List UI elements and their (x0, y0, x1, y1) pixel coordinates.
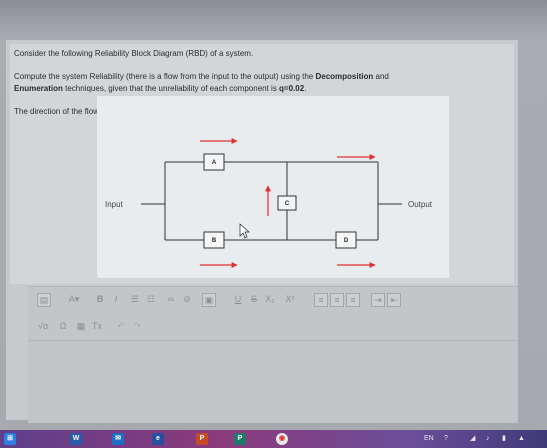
clear-format-button[interactable]: Tx (92, 321, 102, 331)
input-label: Input (105, 200, 124, 209)
answer-editor[interactable] (28, 340, 518, 423)
table-icon[interactable]: ▦ (76, 321, 86, 331)
unlink-icon[interactable]: ⊘ (183, 294, 191, 304)
word-icon[interactable]: W (70, 433, 82, 445)
align-left-icon[interactable]: ≡ (314, 293, 328, 307)
bullet-list-icon[interactable]: ☰ (130, 294, 140, 304)
chrome-icon[interactable]: ◉ (276, 433, 288, 445)
help-icon[interactable]: ? (444, 435, 448, 442)
link-icon[interactable]: ∞ (167, 294, 175, 304)
volume-icon[interactable]: ♪ (486, 435, 490, 442)
align-right-icon[interactable]: ≡ (346, 293, 360, 307)
bold-button[interactable]: B (96, 294, 104, 304)
block-c (277, 195, 297, 211)
align-center-icon[interactable]: ≡ (330, 293, 344, 307)
screen: Consider the following Reliability Block… (0, 0, 547, 430)
editor-toolbar: ▤ A▾ B I ☰ ☷ ∞ ⊘ ▣ U S X₂ X² ≡ ≡ ≡ ⇥ ⇤ √… (28, 286, 518, 341)
superscript-button[interactable]: X² (285, 294, 295, 304)
notification-icon[interactable]: ▲ (518, 435, 525, 442)
block-d-label: D (344, 238, 349, 244)
undo-icon[interactable]: ↶ (117, 321, 125, 331)
image-icon[interactable]: ▣ (202, 293, 216, 307)
question-line-3: Enumeration techniques, given that the u… (14, 84, 307, 93)
block-a (203, 153, 225, 171)
template-icon[interactable]: ▤ (37, 293, 51, 307)
question-line-1: Consider the following Reliability Block… (14, 49, 254, 58)
strikethrough-button[interactable]: S (250, 294, 257, 304)
powerpoint-icon[interactable]: P (196, 433, 208, 445)
windows-icon[interactable]: ⊞ (4, 433, 16, 445)
language-indicator[interactable]: EN (424, 435, 434, 442)
block-c-label: C (285, 201, 290, 207)
indent-icon[interactable]: ⇥ (371, 293, 385, 307)
italic-button[interactable]: I (114, 294, 118, 304)
outlook-icon[interactable]: ✉ (112, 433, 124, 445)
rbd-diagram: A B C D Input Output (97, 96, 449, 278)
block-d (335, 231, 357, 249)
redo-icon[interactable]: ↷ (133, 321, 141, 331)
mouse-cursor-icon (239, 223, 250, 239)
network-icon[interactable]: ◢ (470, 435, 476, 442)
edge-icon[interactable]: e (152, 433, 164, 445)
publisher-icon[interactable]: P (234, 433, 246, 445)
battery-icon[interactable]: ▮ (502, 435, 506, 442)
output-label: Output (408, 200, 433, 209)
subscript-button[interactable]: X₂ (265, 294, 275, 304)
equation-button[interactable]: √α (38, 321, 49, 331)
underline-button[interactable]: U (234, 294, 242, 304)
question-line-2: Compute the system Reliability (there is… (14, 72, 389, 81)
numbered-list-icon[interactable]: ☷ (146, 294, 156, 304)
block-b-label: B (212, 238, 217, 244)
special-character-button[interactable]: Ω (59, 321, 67, 331)
block-b (203, 231, 225, 249)
outdent-icon[interactable]: ⇤ (387, 293, 401, 307)
block-a-label: A (212, 160, 217, 166)
taskbar: ⊞ W ✉ e P P ◉ EN ? ◢ ♪ ▮ ▲ (0, 430, 547, 448)
font-color-button[interactable]: A▾ (68, 294, 80, 304)
